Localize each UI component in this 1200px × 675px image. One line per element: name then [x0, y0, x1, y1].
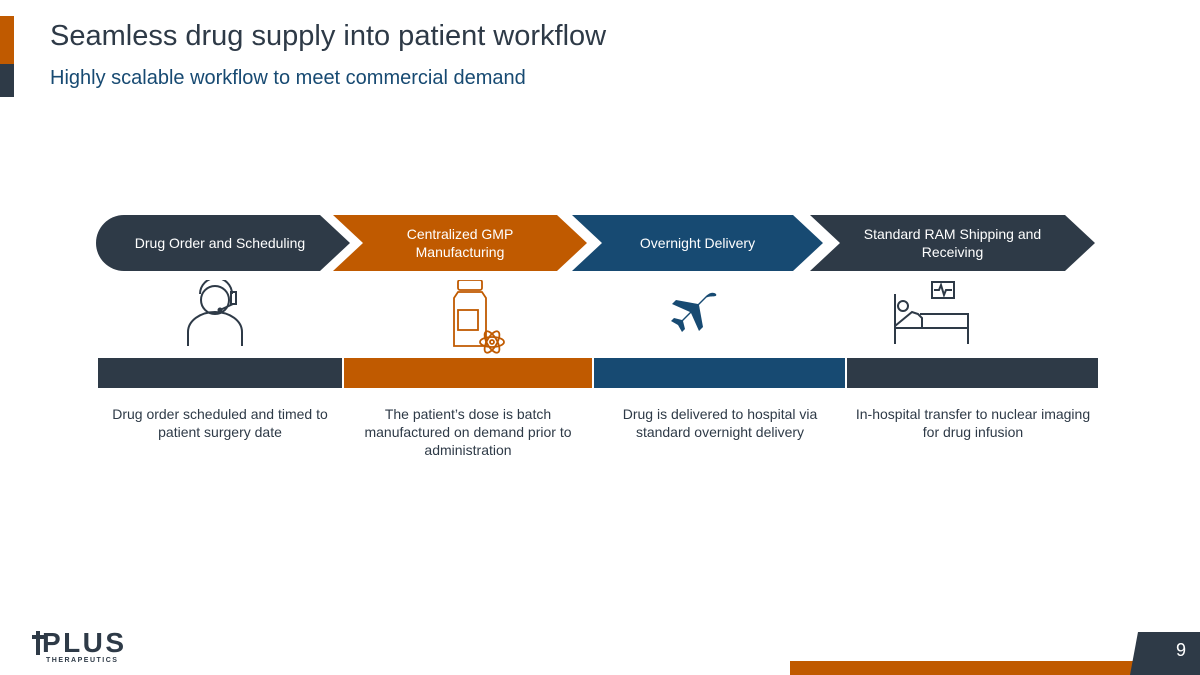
step-description: Drug is delivered to hospital via standa…	[622, 406, 818, 440]
chevron-1	[96, 215, 350, 271]
step-label: Drug Order and Scheduling	[134, 235, 306, 251]
medicine-bottle-atom-icon	[453, 280, 505, 354]
svg-text:THERAPEUTICS: THERAPEUTICS	[46, 657, 118, 664]
page-title: Seamless drug supply into patient workfl…	[50, 20, 607, 52]
step-description: Drug order scheduled and timed to patien…	[112, 406, 328, 440]
chevron-2	[333, 215, 587, 271]
step-bar	[594, 358, 845, 388]
accent-bar-dark	[0, 64, 14, 97]
step-label: Overnight Delivery	[639, 235, 756, 251]
hospital-bed-icon	[894, 281, 969, 344]
step-label: Centralized GMP Manufacturing	[406, 226, 514, 260]
process-chevrons	[96, 215, 1095, 271]
airplane-icon	[671, 292, 717, 332]
accent-bar-orange	[0, 16, 14, 64]
page-number: 9	[1175, 640, 1186, 660]
step-label: Standard RAM Shipping and Receiving	[863, 226, 1042, 260]
step-description: The patient’s dose is batch manufactured…	[364, 406, 572, 458]
chevron-3	[572, 215, 823, 271]
step-bar	[344, 358, 592, 388]
headset-person-icon	[187, 280, 243, 346]
page-number-tab	[1130, 632, 1200, 675]
step-bar	[98, 358, 342, 388]
chevron-4	[810, 215, 1095, 271]
plus-therapeutics-logo: PLUS THERAPEUTICS	[32, 627, 124, 664]
footer-accent-bar	[790, 661, 1140, 675]
page-subtitle: Highly scalable workflow to meet commerc…	[50, 67, 526, 89]
step-description: In-hospital transfer to nuclear imaging …	[855, 406, 1091, 440]
step-bar	[847, 358, 1098, 388]
svg-text:PLUS: PLUS	[42, 627, 124, 658]
